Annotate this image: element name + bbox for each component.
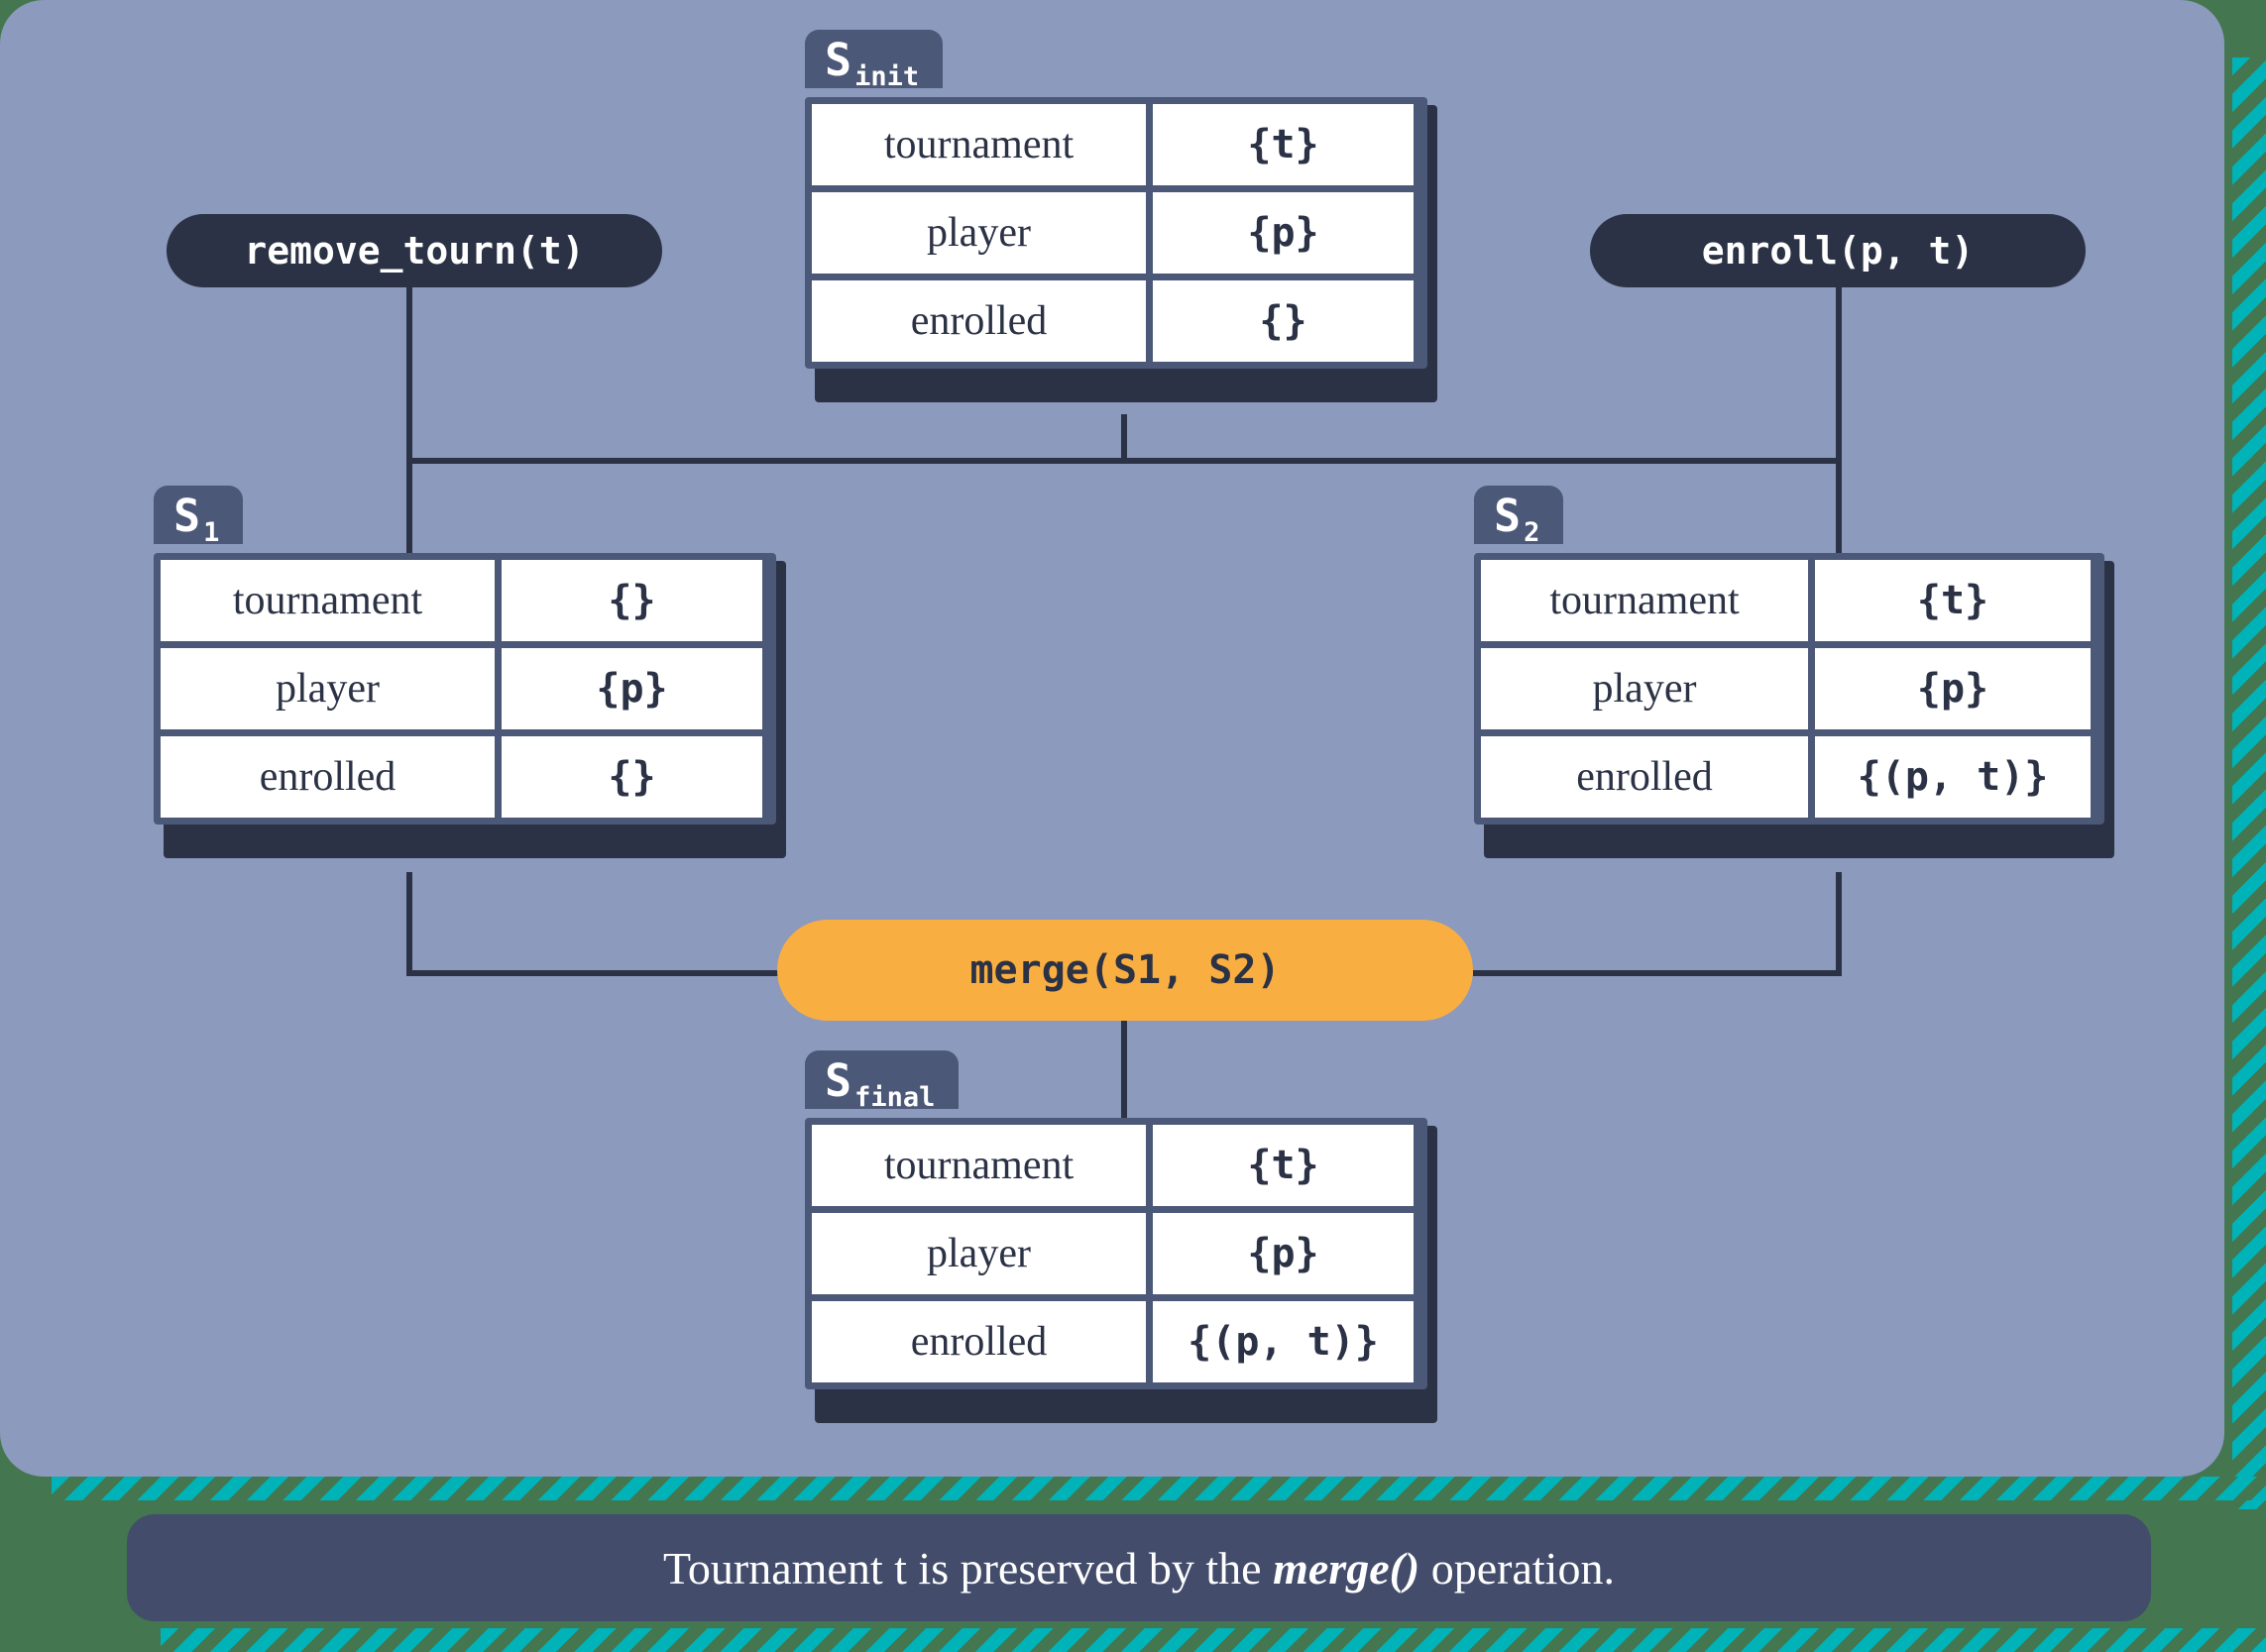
table-row: enrolled {} <box>161 736 769 818</box>
state-table-final: tournament {t} player {p} enrolled {(p, … <box>805 1118 1427 1389</box>
operation-merge-pill[interactable]: merge(S1, S2) <box>777 920 1473 1021</box>
cell-value: {p} <box>1815 648 2091 729</box>
state-tab-init-name: S <box>825 34 852 86</box>
cell-key: tournament <box>812 1125 1146 1206</box>
cell-value: {(p, t)} <box>1153 1301 1414 1382</box>
operation-remove-tourn-label: remove_tourn(t) <box>244 229 585 273</box>
cell-value: {(p, t)} <box>1815 736 2091 818</box>
stripe-border-under-caption <box>161 1628 2266 1652</box>
caption-prefix: Tournament t is preserved by the <box>663 1542 1274 1594</box>
caption-suffix: operation. <box>1419 1542 1615 1594</box>
connector-wires <box>406 287 1842 1145</box>
state-table-s2: tournament {t} player {p} enrolled {(p, … <box>1474 553 2104 825</box>
table-row: tournament {t} <box>812 1125 1420 1206</box>
cell-key: tournament <box>812 104 1146 185</box>
state-table-init: tournament {t} player {p} enrolled {} <box>805 97 1427 369</box>
operation-remove-tourn-pill[interactable]: remove_tourn(t) <box>167 214 662 287</box>
cell-value: {} <box>502 736 762 818</box>
state-tab-s1-subscript: 1 <box>203 517 220 548</box>
cell-value: {} <box>1153 280 1414 362</box>
cell-value: {t} <box>1153 104 1414 185</box>
cell-value: {} <box>502 560 762 641</box>
state-tab-final-subscript: final <box>854 1082 936 1113</box>
state-tab-s2-name: S <box>1494 490 1522 542</box>
cell-key: tournament <box>1481 560 1808 641</box>
cell-value: {p} <box>1153 1213 1414 1294</box>
cell-key: player <box>812 1213 1146 1294</box>
cell-key: tournament <box>161 560 495 641</box>
table-row: tournament {} <box>161 560 769 641</box>
operation-enroll-pill[interactable]: enroll(p, t) <box>1590 214 2086 287</box>
state-tab-init-subscript: init <box>854 61 920 92</box>
operation-enroll-label: enroll(p, t) <box>1701 229 1975 273</box>
state-table-s1: tournament {} player {p} enrolled {} <box>154 553 776 825</box>
table-row: enrolled {(p, t)} <box>1481 736 2097 818</box>
cell-value: {p} <box>502 648 762 729</box>
state-tab-s1-name: S <box>173 490 201 542</box>
cell-key: player <box>812 192 1146 274</box>
stripe-border-right <box>2232 57 2266 1509</box>
cell-value: {p} <box>1153 192 1414 274</box>
table-row: player {p} <box>812 1213 1420 1294</box>
table-row: enrolled {} <box>812 280 1420 362</box>
table-row: player {p} <box>161 648 769 729</box>
table-row: player {p} <box>1481 648 2097 729</box>
cell-key: enrolled <box>1481 736 1808 818</box>
state-tab-final-name: S <box>825 1054 852 1107</box>
table-row: tournament {t} <box>812 104 1420 185</box>
operation-merge-label: merge(S1, S2) <box>969 947 1281 993</box>
cell-key: enrolled <box>812 280 1146 362</box>
cell-value: {t} <box>1153 1125 1414 1206</box>
table-row: enrolled {(p, t)} <box>812 1301 1420 1382</box>
caption-emphasis: merge() <box>1273 1542 1420 1594</box>
cell-value: {t} <box>1815 560 2091 641</box>
table-row: tournament {t} <box>1481 560 2097 641</box>
stripe-border-under-panel <box>52 1477 2266 1500</box>
state-tab-s2-subscript: 2 <box>1524 517 1540 548</box>
cell-key: enrolled <box>161 736 495 818</box>
table-row: player {p} <box>812 192 1420 274</box>
caption-text: Tournament t is preserved by the merge()… <box>663 1542 1615 1595</box>
cell-key: enrolled <box>812 1301 1146 1382</box>
cell-key: player <box>161 648 495 729</box>
cell-key: player <box>1481 648 1808 729</box>
caption-bar: Tournament t is preserved by the merge()… <box>127 1514 2151 1621</box>
